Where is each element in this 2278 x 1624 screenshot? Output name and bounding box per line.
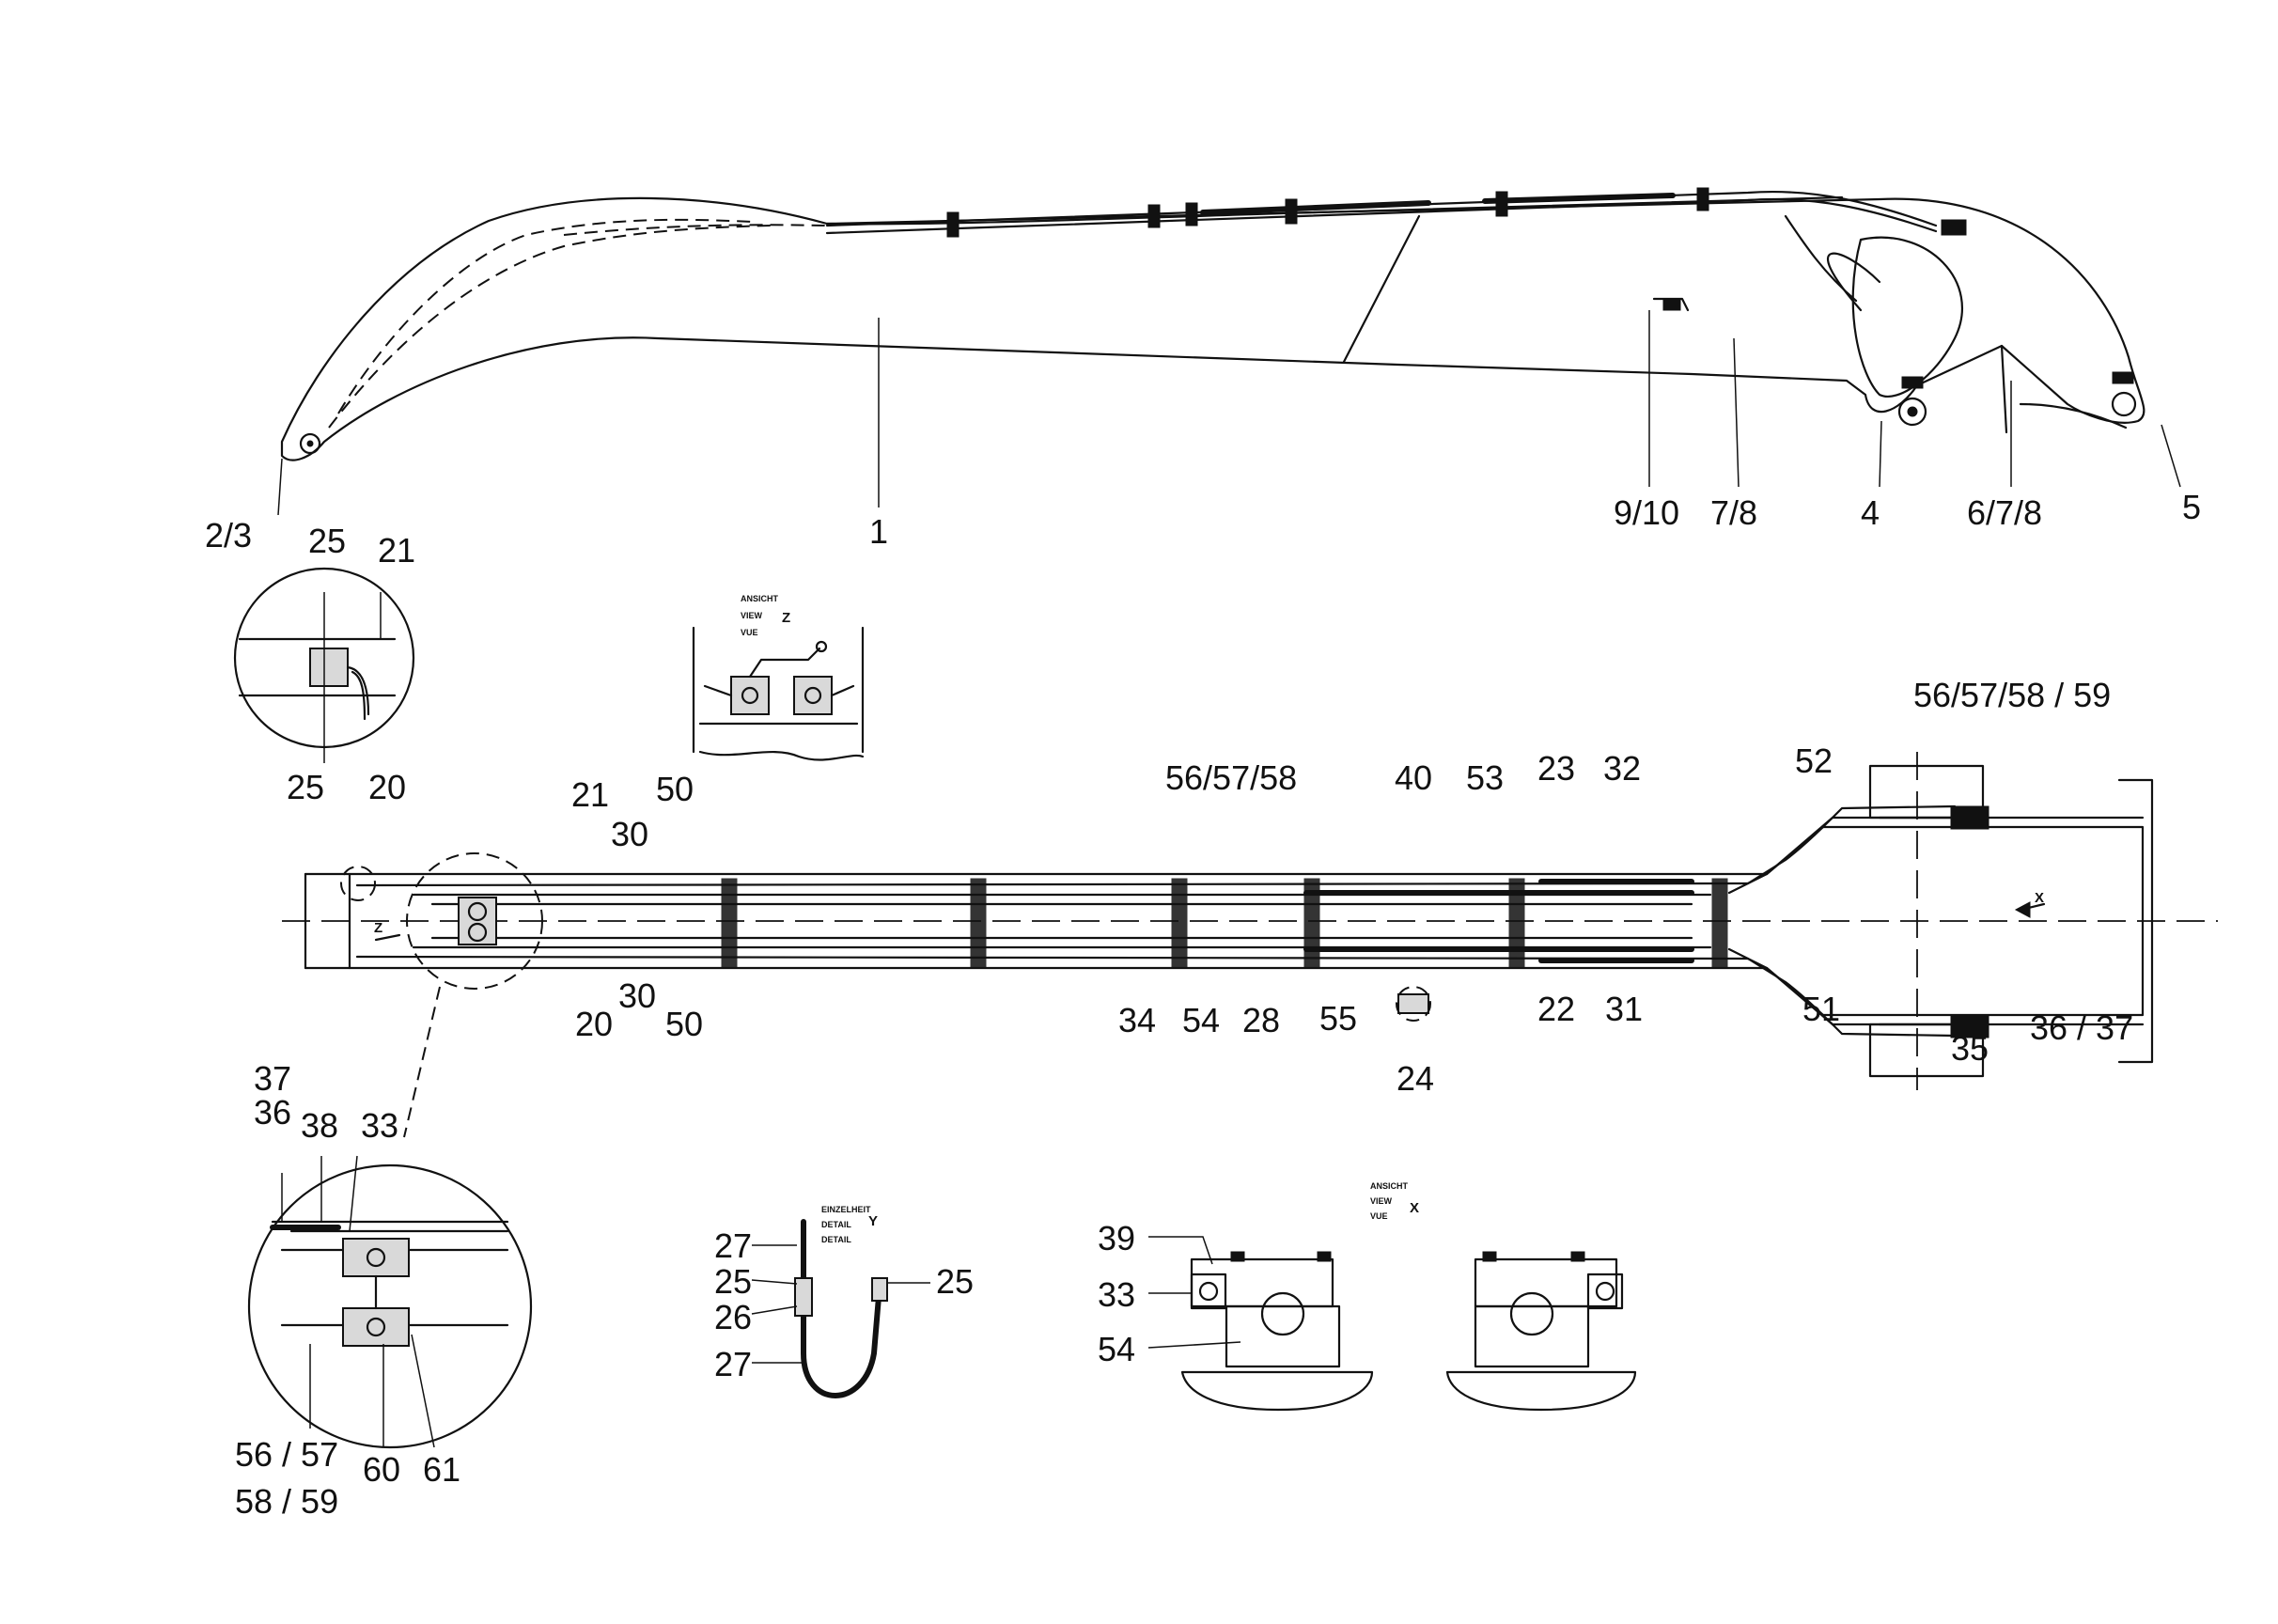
circle-label-37: 37 (254, 1059, 291, 1098)
circle-label-36: 36 (254, 1093, 291, 1132)
plan-label-36-37: 36 / 37 (2030, 1008, 2133, 1047)
view-z-letter: Z (782, 610, 790, 626)
plan-label-34: 34 (1118, 1001, 1156, 1039)
detail-label-21: 21 (378, 531, 415, 570)
marker-x: X (2035, 890, 2044, 906)
circle-label-61: 61 (423, 1450, 460, 1489)
label-2-3: 2/3 (205, 516, 252, 554)
view-x-caption-2: VIEW (1370, 1196, 1393, 1206)
label-5: 5 (2182, 488, 2201, 526)
view-z: ANSICHT VIEW VUE Z (692, 594, 865, 761)
detail-y: EINZELHEIT DETAIL DETAIL Y (751, 1205, 930, 1398)
detail-circle-bottom (247, 1155, 533, 1449)
plan-label-30-bottom: 30 (618, 976, 656, 1015)
plan-label-50-top: 50 (656, 770, 694, 808)
circle-label-58-59: 58 / 59 (235, 1482, 338, 1521)
marker-z: Z (374, 920, 382, 936)
detail-y-caption-2: DETAIL (821, 1220, 851, 1229)
plan-label-28: 28 (1242, 1001, 1280, 1039)
detail-y-letter: Y (868, 1213, 878, 1229)
plan-label-35: 35 (1951, 1029, 1989, 1068)
plan-label-50-bottom: 50 (665, 1005, 703, 1043)
label-9-10: 9/10 (1614, 493, 1679, 532)
view-x-caption-3: VUE (1370, 1211, 1388, 1221)
circle-label-33: 33 (361, 1106, 398, 1145)
plan-label-20: 20 (575, 1005, 613, 1043)
x-label-33: 33 (1098, 1275, 1135, 1314)
plan-label-21: 21 (571, 775, 609, 814)
boom-side-view (277, 187, 2181, 516)
label-4: 4 (1861, 493, 1880, 532)
plan-label-32: 32 (1603, 749, 1641, 788)
view-z-caption-2: VIEW (741, 611, 763, 620)
plan-label-53: 53 (1466, 758, 1504, 797)
plan-label-56-57-58: 56/57/58 (1165, 758, 1297, 797)
plan-label-31: 31 (1605, 990, 1643, 1028)
view-z-caption-1: ANSICHT (741, 594, 779, 603)
y-label-25-right: 25 (936, 1262, 974, 1301)
y-label-27-top: 27 (714, 1226, 752, 1265)
plan-label-51: 51 (1802, 990, 1840, 1028)
circle-label-60: 60 (363, 1450, 400, 1489)
detail-label-25-top: 25 (308, 522, 346, 560)
detail-y-caption-1: EINZELHEIT (821, 1205, 871, 1214)
plan-label-30-top: 30 (611, 815, 648, 853)
detail-y-caption-3: DETAIL (821, 1235, 851, 1244)
boom-plan-view: X Z (282, 752, 2218, 1138)
circle-label-56-57: 56 / 57 (235, 1435, 338, 1474)
plan-label-55: 55 (1319, 999, 1357, 1038)
view-x-letter: X (1410, 1200, 1419, 1216)
detail-circle-top (233, 567, 415, 763)
plan-label-23: 23 (1537, 749, 1575, 788)
view-x-caption-1: ANSICHT (1370, 1181, 1409, 1191)
view-x: ANSICHT VIEW VUE X (1147, 1181, 1637, 1412)
detail-label-25-bottom: 25 (287, 768, 324, 806)
label-7-8: 7/8 (1710, 493, 1757, 532)
label-6-7-8: 6/7/8 (1967, 493, 2042, 532)
label-1: 1 (869, 512, 888, 551)
x-label-54: 54 (1098, 1330, 1135, 1368)
y-label-27-bottom: 27 (714, 1345, 752, 1383)
plan-label-40: 40 (1395, 758, 1432, 797)
plan-label-22: 22 (1537, 990, 1575, 1028)
detail-label-20: 20 (368, 768, 406, 806)
plan-label-56-57-58-59: 56/57/58 / 59 (1913, 676, 2111, 714)
plan-label-52: 52 (1795, 742, 1833, 780)
y-label-26: 26 (714, 1298, 752, 1336)
circle-label-38: 38 (301, 1106, 338, 1145)
x-label-39: 39 (1098, 1219, 1135, 1257)
view-z-caption-3: VUE (741, 628, 758, 637)
y-label-25-left: 25 (714, 1262, 752, 1301)
plan-label-24: 24 (1396, 1059, 1434, 1098)
plan-label-54: 54 (1182, 1001, 1220, 1039)
